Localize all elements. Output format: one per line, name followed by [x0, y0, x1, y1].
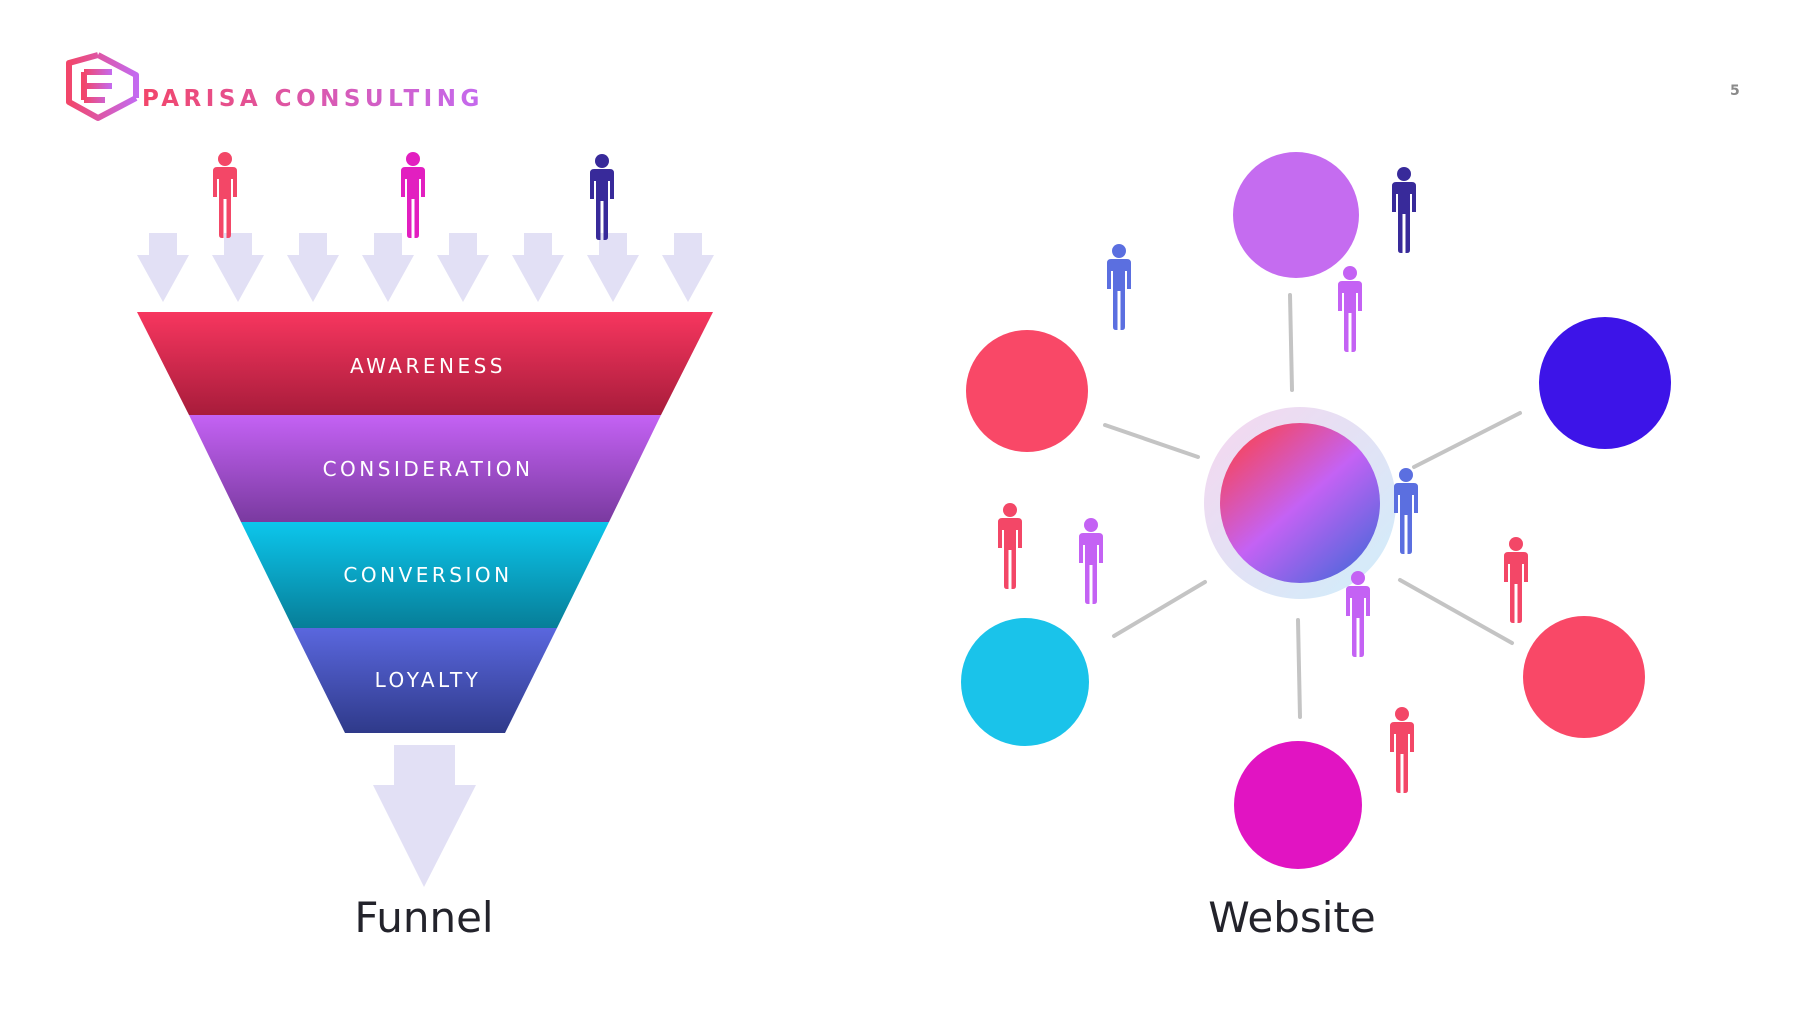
network-node: [1539, 317, 1671, 449]
person-icon: [213, 152, 237, 238]
input-arrow: [437, 233, 489, 302]
input-arrow: [512, 233, 564, 302]
person-icon: [1390, 707, 1414, 793]
website-hub: [1204, 407, 1396, 599]
funnel: AWARENESS CONSIDERATION CONVERSION LOYAL…: [137, 312, 713, 733]
output-arrow: [373, 745, 476, 887]
person-icon: [1338, 266, 1362, 352]
person-icon: [998, 503, 1022, 589]
funnel-stage-loyalty: [293, 628, 557, 733]
funnel-stage-awareness: [137, 312, 713, 415]
person-icon: [1392, 167, 1416, 253]
network-line: [1288, 293, 1294, 392]
person-icon: [1107, 244, 1131, 330]
brand-name: PARISA CONSULTING: [142, 86, 484, 112]
network-line: [1296, 618, 1302, 719]
stage-label-awareness: AWARENESS: [350, 354, 506, 378]
hub-core: [1220, 423, 1380, 583]
person-icon: [1504, 537, 1528, 623]
network-lines: [1103, 293, 1522, 719]
stage-label-loyalty: LOYALTY: [375, 668, 482, 692]
network-node: [966, 330, 1088, 452]
input-arrow: [287, 233, 339, 302]
funnel-caption: Funnel: [354, 893, 493, 942]
stage-label-conversion: CONVERSION: [343, 563, 512, 587]
person-icon: [1079, 518, 1103, 604]
person-icon: [590, 154, 614, 240]
input-arrow: [662, 233, 714, 302]
network-node: [1233, 152, 1359, 278]
input-arrows: [137, 233, 714, 302]
input-arrow: [137, 233, 189, 302]
person-icon: [1394, 468, 1418, 554]
funnel-stage-consideration: [189, 415, 661, 522]
funnel-stage-conversion: [241, 522, 609, 628]
network-nodes: [961, 152, 1671, 869]
network-line: [1112, 580, 1207, 638]
network-node: [1234, 741, 1362, 869]
page-number: 5: [1730, 83, 1740, 99]
website-caption: Website: [1208, 893, 1375, 942]
network-node: [1523, 616, 1645, 738]
input-arrow: [587, 233, 639, 302]
funnel-people: [213, 152, 614, 240]
input-arrow: [212, 233, 264, 302]
hexagon-e-icon: [66, 52, 139, 121]
stage-label-consideration: CONSIDERATION: [323, 457, 534, 481]
network-line: [1398, 578, 1514, 645]
person-icon: [401, 152, 425, 238]
brand-logo: PARISA CONSULTING: [66, 52, 484, 121]
input-arrow: [362, 233, 414, 302]
network-line: [1412, 411, 1522, 469]
network-line: [1103, 423, 1200, 459]
network-node: [961, 618, 1089, 746]
